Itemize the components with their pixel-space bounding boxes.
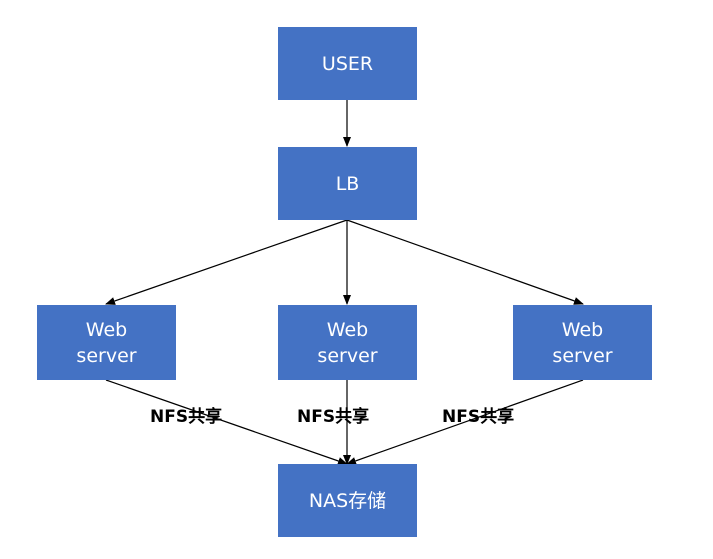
node-lb: LB xyxy=(278,147,417,220)
edge-web-right-to-nas xyxy=(346,379,584,465)
node-user: USER xyxy=(278,27,417,100)
node-nas-storage-label: NAS存储 xyxy=(308,489,387,512)
edge-lb-to-web-right xyxy=(346,219,584,305)
node-web-server-center-label: Web server xyxy=(317,318,378,367)
node-web-server-right-label: Web server xyxy=(552,318,613,367)
node-user-label: USER xyxy=(321,52,374,75)
edge-label-nfs-right: NFS共享 xyxy=(442,407,515,427)
edge-web-left-to-nas xyxy=(105,379,348,465)
node-web-server-left: Web server xyxy=(37,305,176,380)
edge-label-nfs-center: NFS共享 xyxy=(297,407,370,427)
edge-lb-to-web-left xyxy=(105,219,348,305)
node-nas-storage: NAS存储 xyxy=(278,464,417,537)
node-lb-label: LB xyxy=(335,172,360,195)
edge-label-nfs-left: NFS共享 xyxy=(150,407,223,427)
node-web-server-center: Web server xyxy=(278,305,417,380)
node-web-server-left-label: Web server xyxy=(76,318,137,367)
node-web-server-right: Web server xyxy=(513,305,652,380)
